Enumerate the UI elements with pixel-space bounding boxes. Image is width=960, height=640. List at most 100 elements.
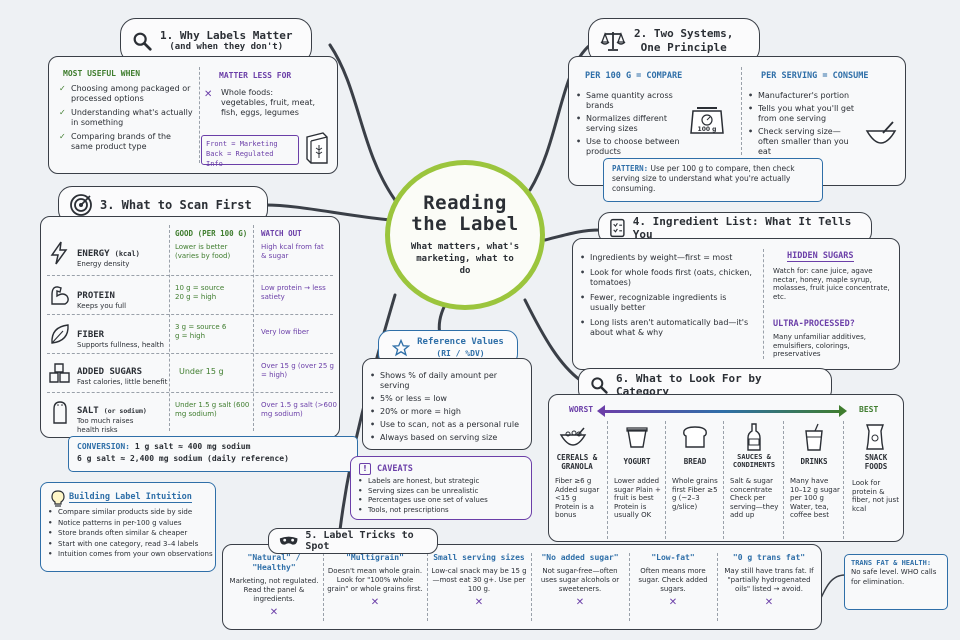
intuition-item: Compare similar products side by side <box>47 508 213 517</box>
scan-row-salt: Salt (or sodium) Too much raises health … <box>47 392 337 434</box>
pattern-label: Pattern: <box>612 164 649 173</box>
category-sauces: Sauces & Condiments Salt & sugar concent… <box>723 421 783 539</box>
serving-heading: Per Serving = Consume <box>761 71 869 81</box>
scan-row-good: Under 1.5 g salt (600 mg sodium) <box>175 401 250 418</box>
reference-box: Shows % of daily amount per serving 5% o… <box>362 358 532 450</box>
pattern-note: Pattern: Use per 100 g to compare, then … <box>603 158 823 202</box>
trick-title: "Natural" / "Healthy" <box>247 553 301 572</box>
pattern-text: Use per 100 g to compare, then check ser… <box>612 164 795 194</box>
category-text: Many have 10–12 g sugar per 100 g Water,… <box>790 477 840 520</box>
category-text: Salt & sugar concentrate Check per servi… <box>730 477 779 520</box>
arrow-right-icon <box>839 405 847 417</box>
reference-subtitle: (RI / %DV) <box>436 348 485 358</box>
per100-item: Same quantity across brands <box>575 91 683 111</box>
scan-row-watch: Low protein → less satiety <box>261 284 326 301</box>
drink-glass-icon <box>805 423 823 451</box>
useful-heading: Most useful when <box>63 69 141 78</box>
hidden-sugars-heading: Hidden Sugars <box>787 251 854 262</box>
star-icon <box>392 339 411 357</box>
target-icon <box>70 194 92 216</box>
systems-divider <box>741 67 742 155</box>
worst-label: Worst <box>569 405 594 414</box>
serving-item: Tells you what you'll get from one servi… <box>747 104 859 124</box>
hidden-sugars-text: Watch for: cane juice, agave nectar, hon… <box>773 267 890 301</box>
trick-text: May still have trans fat. If "partially … <box>724 567 814 593</box>
scan-row-unit: (or sodium) <box>103 407 147 415</box>
ingredient-item: Look for whole foods first (oats, chicke… <box>579 268 757 288</box>
category-name: Yogurt <box>623 457 651 466</box>
ingredient-item: Ingredients by weight—first = most <box>579 253 757 263</box>
why-subtitle: (and when they don't) <box>169 42 284 53</box>
trick-title: "Low-fat" <box>651 553 695 562</box>
ingredient-item: Long lists aren't automatically bad—it's… <box>579 318 757 338</box>
scan-row-good: Lower is better (varies by food) <box>175 243 231 260</box>
center-node: Reading the Label What matters, what's m… <box>385 160 545 310</box>
useful-list: ✓Choosing among packaged or processed op… <box>59 84 194 156</box>
ultra-processed-heading: Ultra-Processed? <box>773 319 855 329</box>
transfat-label: Trans Fat & Health: <box>851 559 932 567</box>
trick-title: "0 g trans fat" <box>732 553 806 562</box>
trick-divider <box>427 553 428 621</box>
category-grid: Cereals & Granola Fiber ≥6 g Added sugar… <box>549 421 905 539</box>
per100-item: Normalizes different serving sizes <box>575 114 683 134</box>
col-watch-header: Watch out <box>261 229 302 238</box>
category-drinks: Drinks Many have 10–12 g sugar per 100 g… <box>783 421 843 539</box>
front-back-note: Front = Marketing Back = Regulated Info <box>201 135 299 168</box>
trick-title: "No added sugar" <box>541 553 619 562</box>
checklist-icon <box>610 218 625 238</box>
trick-divider <box>629 553 630 621</box>
transfat-text: No safe level. WHO calls for elimination… <box>851 568 937 586</box>
per100-heading: Per 100 g = Compare <box>585 71 683 81</box>
scan-row-name: Salt <box>77 406 99 416</box>
trick-x-icon: ✕ <box>269 607 279 619</box>
mask-icon <box>279 536 298 545</box>
trick-text: Often means more sugar. Check added suga… <box>638 567 708 593</box>
lightning-icon <box>50 241 68 265</box>
tricks-title: 5. Label Tricks to Spot <box>305 530 414 552</box>
transfat-note: Trans Fat & Health: No safe level. WHO c… <box>844 554 948 610</box>
conversion-label: Conversion: <box>77 442 130 451</box>
bread-icon <box>683 426 707 448</box>
less-x-icon: ✕ <box>204 89 213 100</box>
arrow-left-icon <box>597 405 605 417</box>
scan-row-desc: Keeps you full <box>77 302 127 310</box>
trick-x-icon: ✕ <box>764 597 774 609</box>
info-icon: ! <box>359 463 371 475</box>
ingredients-divider <box>763 249 764 359</box>
reference-item: Shows % of daily amount per serving <box>369 371 527 391</box>
col-divider-1 <box>169 225 170 431</box>
intuition-item: Notice patterns in per-100 g values <box>47 519 213 528</box>
yogurt-cup-icon <box>626 427 648 448</box>
category-name: Sauces & Condiments <box>732 453 776 470</box>
scan-row-good: Under 15 g <box>179 367 224 376</box>
connector-why <box>328 43 397 202</box>
intuition-box: Building Label Intuition Compare similar… <box>40 482 216 572</box>
scan-row-fiber: Fiber Supports fullness, health 3 g = so… <box>47 314 333 353</box>
category-name: Drinks <box>800 457 828 466</box>
trick-x-icon: ✕ <box>474 597 484 609</box>
reference-item: 20% or more = high <box>369 407 527 417</box>
tricks-title-pill: 5. Label Tricks to Spot <box>268 528 438 554</box>
intuition-item: Store brands often similar & cheaper <box>47 529 213 538</box>
serving-list: Manufacturer's portion Tells you what yo… <box>747 91 859 160</box>
ingredients-list: Ingredients by weight—first = most Look … <box>579 253 757 341</box>
less-text: Whole foods: vegetables, fruit, meat, fi… <box>221 88 316 117</box>
scan-row-name: Energy <box>77 249 110 259</box>
scan-row-unit: (kcal) <box>114 250 140 258</box>
category-yogurt: Yogurt Lower added sugar Plain + fruit i… <box>607 421 665 539</box>
category-text: Whole grains first Fiber ≥5 g (~2–3 g/sl… <box>672 477 718 511</box>
scan-row-watch: High kcal from fat & sugar <box>261 243 324 260</box>
trick-x-icon: ✕ <box>370 597 380 609</box>
caveat-item: Serving sizes can be unrealistic <box>357 487 527 496</box>
col-good-header: Good (per 100 g) <box>175 229 248 238</box>
intuition-title: Building Label Intuition <box>69 492 192 503</box>
kitchen-scale-icon: 100 g <box>687 105 727 143</box>
best-label: Best <box>859 405 879 414</box>
caveats-list: Labels are honest, but strategic Serving… <box>357 477 527 515</box>
category-cereals: Cereals & Granola Fiber ≥6 g Added sugar… <box>549 421 607 539</box>
per100-item: Use to choose between products <box>575 137 683 157</box>
conversion-note: Conversion: 1 g salt ≈ 400 mg sodium 6 g… <box>68 436 358 472</box>
scan-title: 3. What to Scan First <box>100 198 252 212</box>
ingredients-box: Ingredients by weight—first = most Look … <box>572 238 900 370</box>
trick-title: "Multigrain" <box>346 553 404 562</box>
